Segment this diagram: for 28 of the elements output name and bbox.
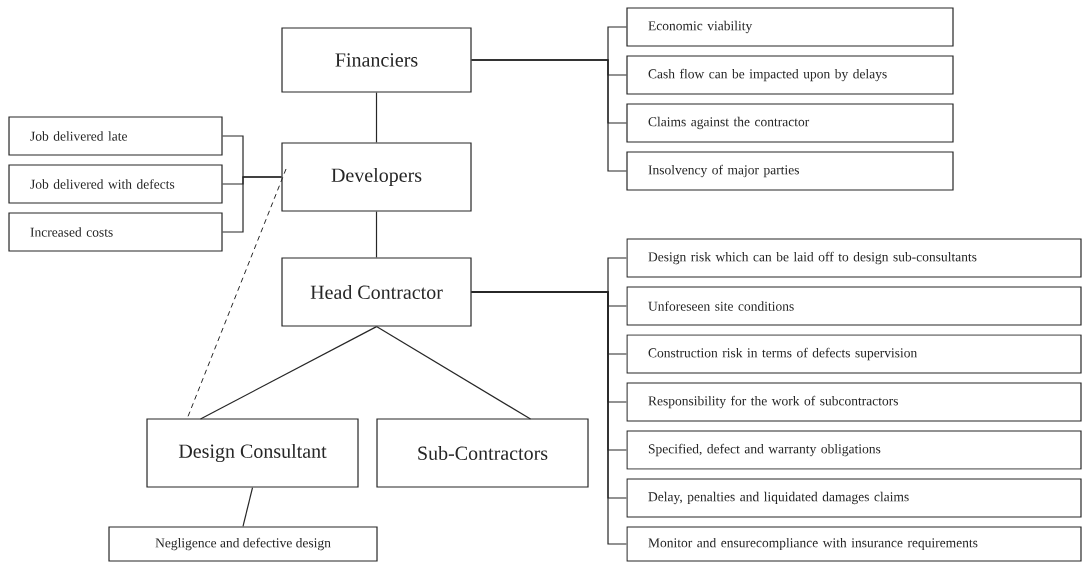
risk-box: Construction risk in terms of defects supervision [626,334,1082,374]
connector-line [471,291,627,545]
risk-box: Unforeseen site conditions [626,286,1082,326]
risk-box: Monitor and ensurecompliance with insurance requirements [626,526,1082,562]
connector-line [471,59,627,172]
party-box: Head Contractor [281,257,472,327]
connector-line [242,487,254,527]
risk-box: Economic viability [626,7,954,47]
connector-line [199,326,378,420]
risk-box: Job delivered late [8,116,223,156]
risk-box: Negligence and defective design [108,526,378,562]
risk-box: Claims against the contractor [626,103,954,143]
party-box: Developers [281,142,472,212]
connector-line [375,326,532,420]
risk-box: Insolvency of major parties [626,151,954,191]
risk-box: Delay, penalties and liquidated damages claims [626,478,1082,518]
risk-box: Responsibility for the work of subcontractors [626,382,1082,422]
risk-box: Design risk which can be laid off to design sub-consultants [626,238,1082,278]
connector-line [375,92,378,143]
party-box: Sub-Contractors [376,418,589,488]
risk-box: Specified, defect and warranty obligations [626,430,1082,470]
risk-box: Increased costs [8,212,223,252]
risk-box: Job delivered with defects [8,164,223,204]
party-box: Financiers [281,27,472,93]
risk-box: Cash flow can be impacted upon by delays [626,55,954,95]
party-box: Design Consultant [146,418,359,488]
connector-line [375,211,378,258]
connector-line [222,176,282,233]
